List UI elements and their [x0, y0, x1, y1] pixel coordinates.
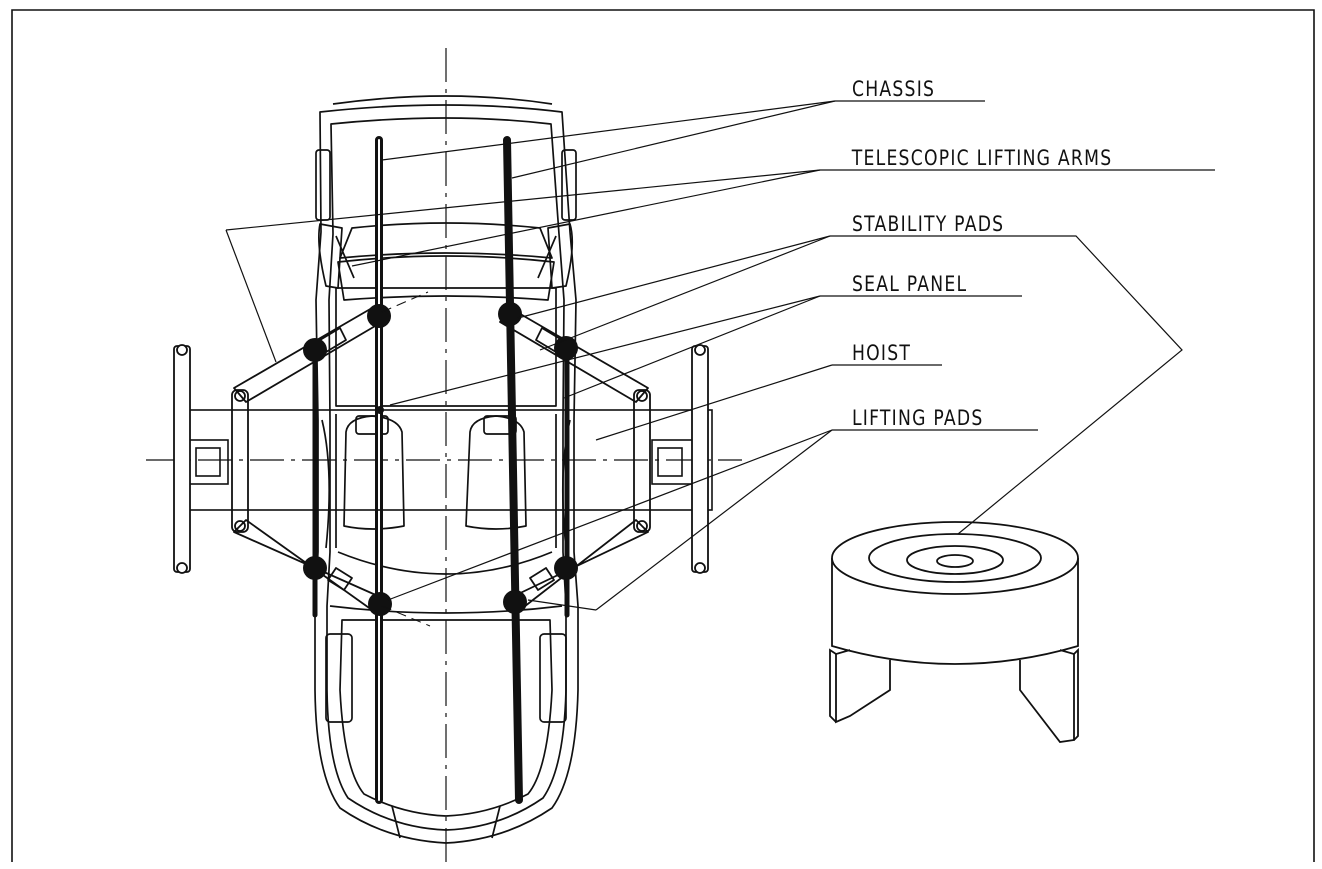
- labels: CHASSIS TELESCOPIC LIFTING ARMS STABILIT…: [851, 76, 1112, 430]
- center-lines: [146, 48, 742, 862]
- label-telescopic-lifting-arms: TELESCOPIC LIFTING ARMS: [851, 145, 1112, 170]
- leader-lines: [225, 100, 1215, 611]
- drawing-frame: [11, 9, 1315, 862]
- lifting-pads: [303, 302, 578, 616]
- stability-pads: [173, 344, 709, 574]
- label-seal-panel: SEAL PANEL: [852, 271, 967, 296]
- label-hoist: HOIST: [852, 340, 911, 365]
- telescopic-lifting-arms: [231, 307, 651, 611]
- label-stability-pads: STABILITY PADS: [852, 211, 1004, 236]
- arm-extension-lines: [381, 291, 431, 627]
- stability-pad-detail: [829, 521, 1079, 743]
- label-lifting-pads: LIFTING PADS: [852, 405, 983, 430]
- label-chassis: CHASSIS: [852, 76, 935, 101]
- chassis-rails: [312, 136, 570, 804]
